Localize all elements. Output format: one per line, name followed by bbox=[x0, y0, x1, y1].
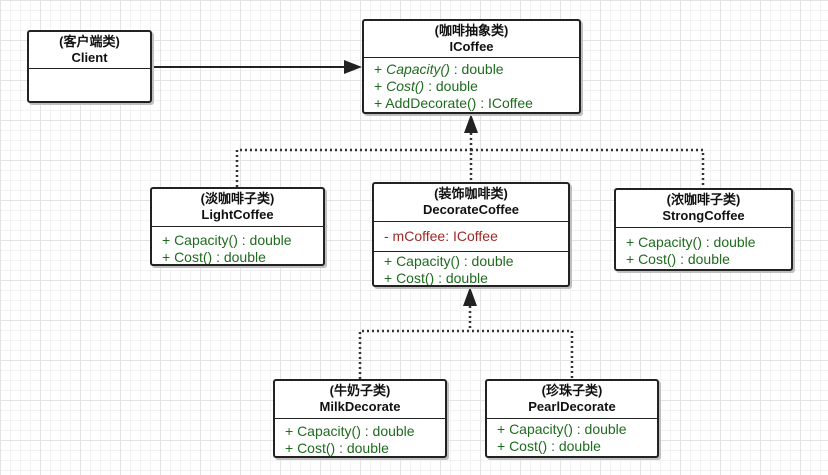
class-pearldecorate[interactable]: (珍珠子类) PearlDecorate + Capacity() : doub… bbox=[485, 379, 659, 458]
decorate-attribute-mcoffee: - mCoffee: ICoffee bbox=[384, 228, 498, 244]
class-icoffee[interactable]: (咖啡抽象类) ICoffee + Capacity() : double + … bbox=[362, 19, 581, 114]
strong-name: StrongCoffee bbox=[662, 208, 745, 223]
client-name: Client bbox=[71, 50, 108, 65]
client-stereotype: (客户端类) bbox=[59, 34, 120, 49]
pearl-stereotype: (珍珠子类) bbox=[541, 383, 603, 398]
realization-line-light bbox=[235, 148, 471, 187]
light-stereotype: (淡咖啡子类) bbox=[200, 191, 275, 206]
icoffee-method-adddecorate: + AddDecorate() : ICoffee bbox=[374, 95, 533, 111]
client-body bbox=[29, 68, 150, 101]
association-arrowhead bbox=[344, 60, 362, 74]
light-name: LightCoffee bbox=[201, 207, 274, 222]
milk-method-capacity: + Capacity() : double bbox=[285, 423, 415, 439]
milk-name: MilkDecorate bbox=[319, 399, 401, 414]
decorate-stereotype: (装饰咖啡类) bbox=[434, 186, 508, 201]
decorate-method-capacity: + Capacity() : double bbox=[384, 253, 514, 269]
icoffee-stereotype: (咖啡抽象类) bbox=[434, 23, 509, 38]
pearl-methods: + Capacity() : double + Cost() : double bbox=[487, 418, 657, 455]
strong-methods: + Capacity() : double + Cost() : double bbox=[616, 227, 791, 268]
icoffee-method-cost: + Cost() : double bbox=[374, 78, 478, 94]
icoffee-methods: + Capacity() : double + Cost() : double … bbox=[364, 57, 579, 112]
strong-method-cost: + Cost() : double bbox=[626, 251, 730, 267]
icoffee-name: ICoffee bbox=[449, 39, 494, 54]
realization-arrowhead bbox=[464, 114, 478, 133]
pearl-method-cost: + Cost() : double bbox=[497, 438, 601, 454]
decorate-method-cost: + Cost() : double bbox=[384, 270, 488, 286]
icoffee-method-capacity: + Capacity() : double bbox=[374, 61, 504, 77]
class-milkdecorate[interactable]: (牛奶子类) MilkDecorate + Capacity() : doubl… bbox=[273, 379, 447, 458]
realization-line-strong bbox=[471, 148, 705, 188]
strong-method-capacity: + Capacity() : double bbox=[626, 234, 756, 250]
decorate-arrowhead bbox=[463, 287, 477, 306]
milk-methods: + Capacity() : double + Cost() : double bbox=[275, 418, 445, 456]
realization-line-milk bbox=[358, 329, 574, 379]
decorate-attributes: - mCoffee: ICoffee bbox=[374, 221, 568, 251]
class-client[interactable]: (客户端类) Client bbox=[27, 30, 152, 103]
light-method-capacity: + Capacity() : double bbox=[162, 232, 292, 248]
class-lightcoffee[interactable]: (淡咖啡子类) LightCoffee + Capacity() : doubl… bbox=[150, 187, 325, 266]
decorate-methods: + Capacity() : double + Cost() : double bbox=[374, 251, 568, 286]
pearl-method-capacity: + Capacity() : double bbox=[497, 421, 627, 437]
decorate-name: DecorateCoffee bbox=[422, 202, 520, 217]
class-strongcoffee[interactable]: (浓咖啡子类) StrongCoffee + Capacity() : doub… bbox=[614, 188, 793, 271]
light-methods: + Capacity() : double + Cost() : double bbox=[152, 226, 323, 265]
class-decoratecoffee[interactable]: (装饰咖啡类) DecorateCoffee - mCoffee: ICoffe… bbox=[372, 182, 570, 287]
pearl-name: PearlDecorate bbox=[528, 399, 616, 414]
milk-stereotype: (牛奶子类) bbox=[329, 383, 391, 398]
milk-method-cost: + Cost() : double bbox=[285, 440, 389, 456]
light-method-cost: + Cost() : double bbox=[162, 249, 266, 265]
strong-stereotype: (浓咖啡子类) bbox=[666, 192, 741, 207]
